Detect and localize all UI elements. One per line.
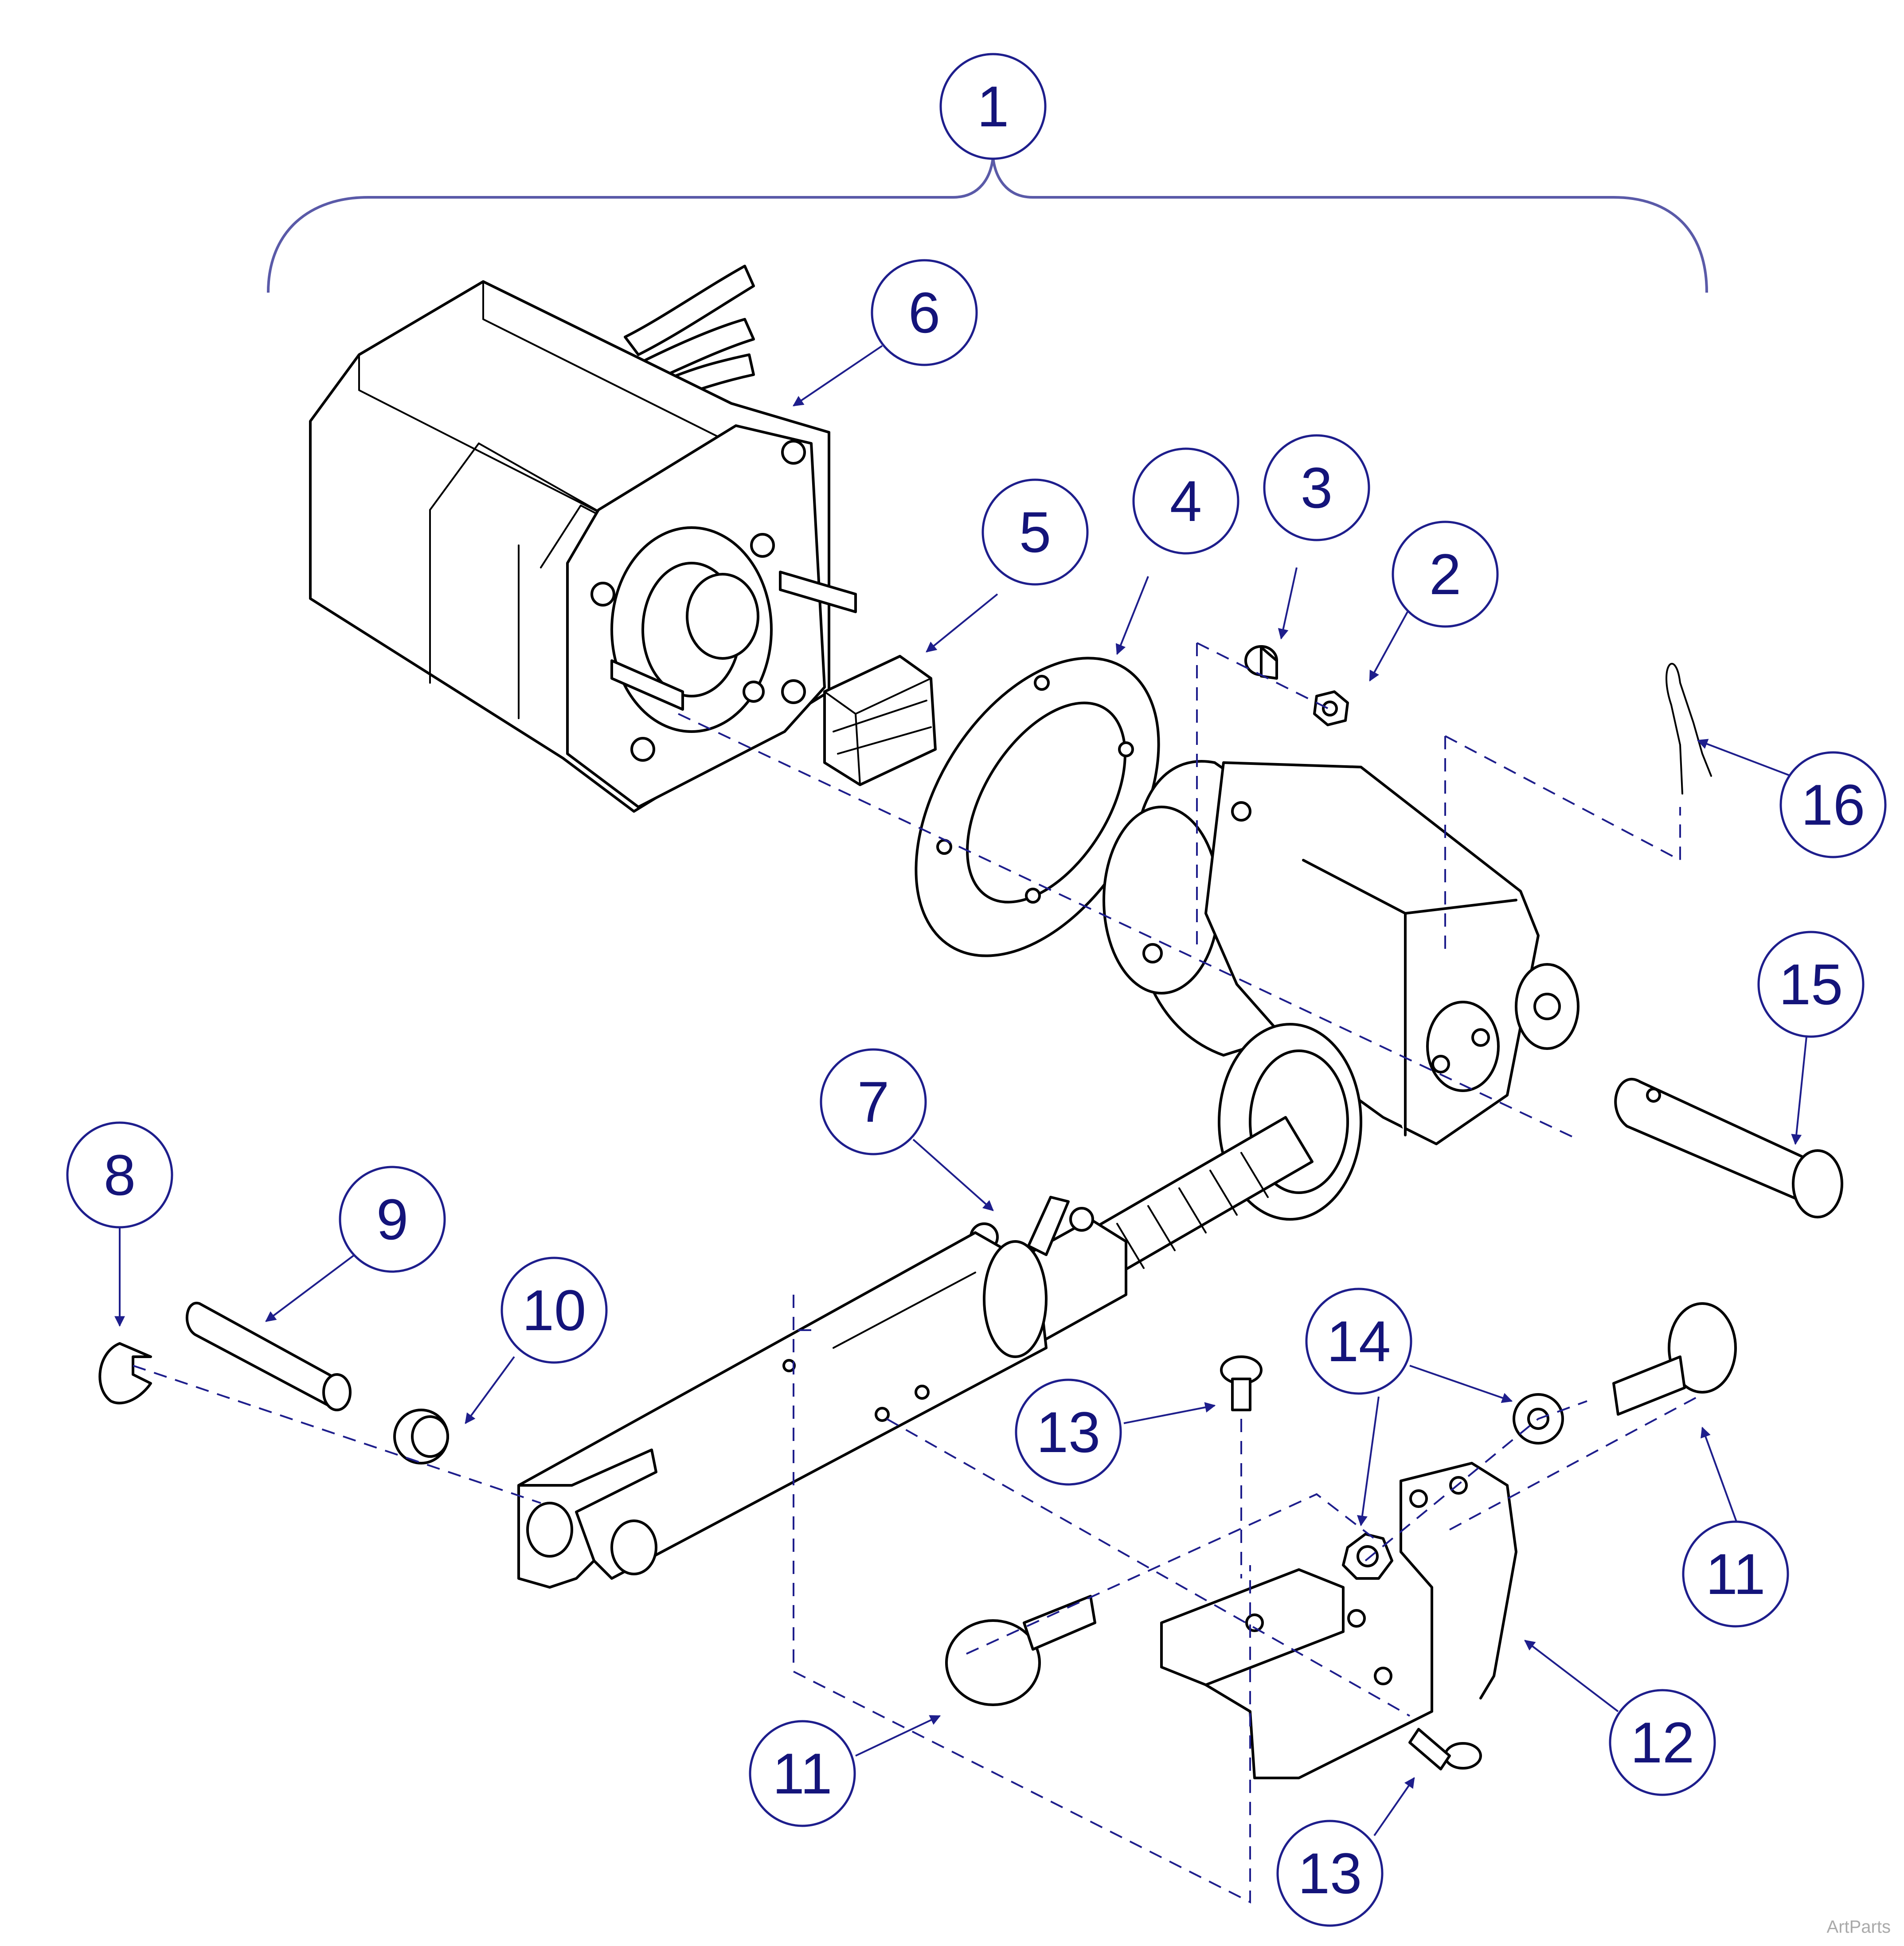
motor-part bbox=[309, 265, 857, 813]
dashed-alignment-lines bbox=[133, 642, 1698, 1904]
callout-4: 4 bbox=[1132, 447, 1239, 555]
svg-text:6: 6 bbox=[908, 280, 940, 345]
knob-part-11a bbox=[945, 1595, 1096, 1706]
svg-text:13: 13 bbox=[1036, 1400, 1101, 1464]
svg-text:10: 10 bbox=[522, 1278, 586, 1343]
screw-part-3 bbox=[1244, 645, 1278, 680]
svg-text:8: 8 bbox=[104, 1143, 136, 1207]
callout-6: 6 bbox=[871, 259, 978, 366]
callout-9: 9 bbox=[339, 1166, 446, 1273]
callout-7: 7 bbox=[820, 1048, 927, 1155]
callout-1: 1 bbox=[939, 53, 1047, 160]
nut-part-2 bbox=[1313, 690, 1349, 726]
svg-text:11: 11 bbox=[773, 1741, 833, 1806]
svg-text:13: 13 bbox=[1298, 1841, 1362, 1906]
nut-part-14 bbox=[1342, 1533, 1393, 1580]
gearbox-housing-part bbox=[1103, 760, 1579, 1221]
callout-11b: 11 bbox=[1682, 1520, 1789, 1628]
bracket-part bbox=[1160, 1462, 1517, 1779]
callout-13b: 13 bbox=[1276, 1820, 1384, 1927]
bushing-part bbox=[393, 1409, 449, 1464]
svg-text:1: 1 bbox=[977, 74, 1009, 139]
svg-text:4: 4 bbox=[1170, 469, 1202, 533]
assembly-brace bbox=[267, 157, 1708, 293]
svg-text:3: 3 bbox=[1301, 455, 1333, 520]
svg-text:7: 7 bbox=[857, 1069, 889, 1134]
pin-part-15 bbox=[1614, 1078, 1843, 1218]
screw-part-13a bbox=[1220, 1355, 1263, 1411]
e-clip-part bbox=[98, 1342, 152, 1405]
pin-part-9 bbox=[185, 1301, 352, 1411]
callout-11a: 11 bbox=[749, 1720, 856, 1827]
callout-14: 14 bbox=[1305, 1288, 1412, 1395]
svg-text:9: 9 bbox=[376, 1187, 408, 1252]
callout-5: 5 bbox=[981, 478, 1089, 586]
callout-12: 12 bbox=[1609, 1689, 1716, 1796]
watermark-text: ArtParts bbox=[1826, 1917, 1891, 1937]
coupling-part bbox=[823, 655, 937, 786]
gasket-part bbox=[915, 657, 1160, 957]
knob-part-11b bbox=[1612, 1302, 1737, 1416]
actuator-part bbox=[517, 1116, 1314, 1589]
callout-8: 8 bbox=[66, 1121, 173, 1229]
callout-2: 2 bbox=[1392, 521, 1499, 628]
svg-text:16: 16 bbox=[1801, 772, 1865, 837]
cotter-pin-part bbox=[1666, 663, 1712, 795]
svg-text:11: 11 bbox=[1706, 1542, 1766, 1606]
callout-10: 10 bbox=[500, 1257, 608, 1364]
svg-text:14: 14 bbox=[1327, 1309, 1391, 1374]
leader-arrows bbox=[114, 345, 1810, 1836]
svg-text:2: 2 bbox=[1429, 542, 1461, 607]
callout-3: 3 bbox=[1263, 434, 1370, 541]
callout-13a: 13 bbox=[1015, 1378, 1122, 1486]
svg-text:15: 15 bbox=[1779, 952, 1843, 1017]
screw-part-13b bbox=[1408, 1728, 1482, 1770]
callout-16: 16 bbox=[1779, 751, 1887, 858]
callout-15: 15 bbox=[1757, 931, 1865, 1038]
svg-text:5: 5 bbox=[1019, 500, 1051, 564]
svg-text:12: 12 bbox=[1630, 1710, 1695, 1775]
